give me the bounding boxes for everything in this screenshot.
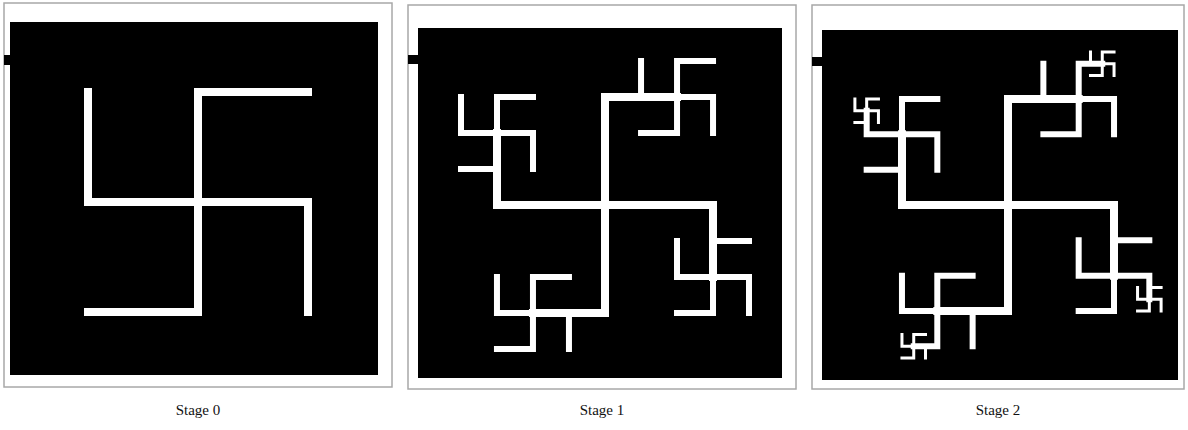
stage-caption: Stage 2 [976,402,1021,419]
stage-caption: Stage 0 [176,402,221,419]
fractal-antenna-illustration [0,0,1188,400]
stage-caption: Stage 1 [580,402,625,419]
